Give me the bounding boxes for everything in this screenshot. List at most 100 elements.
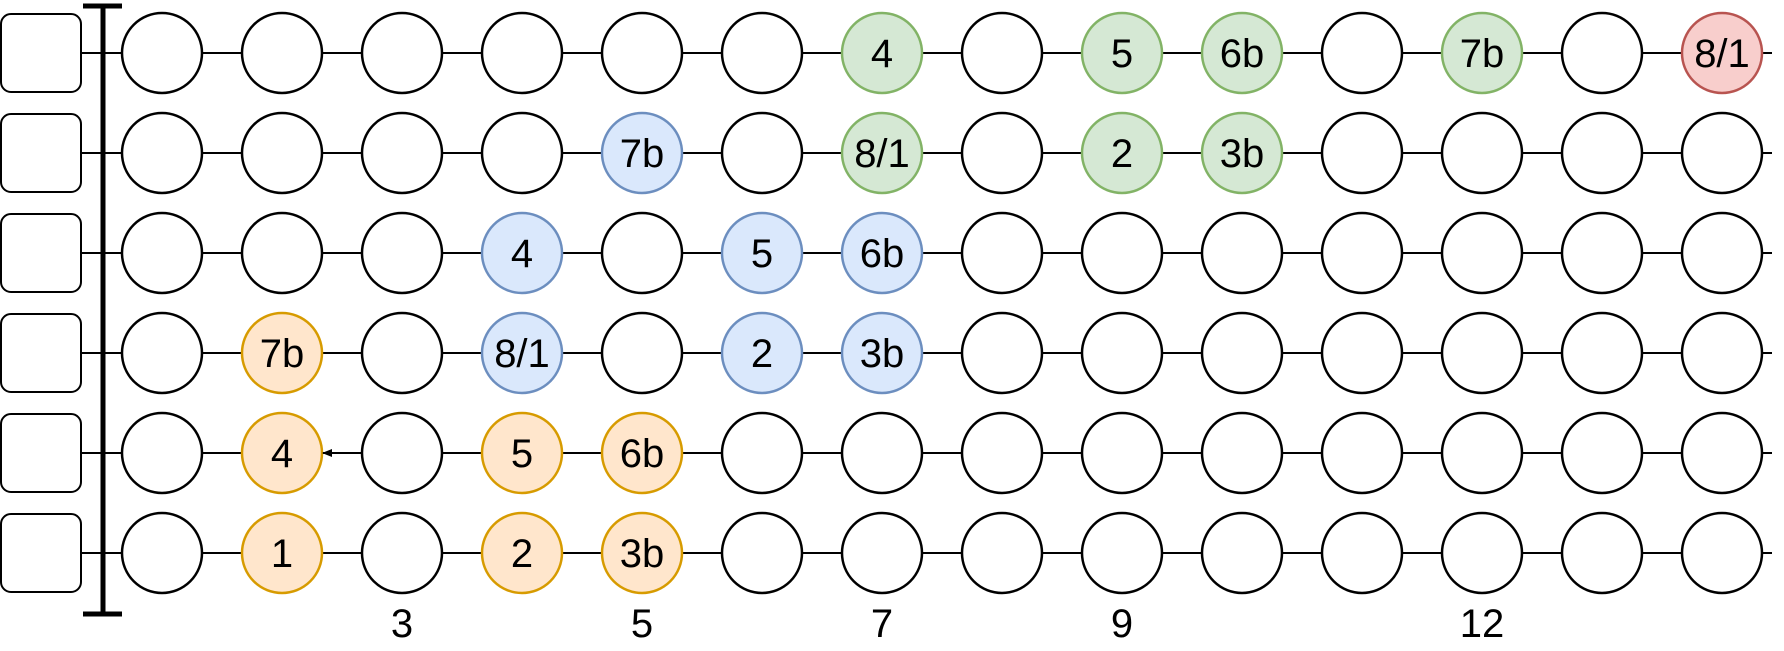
note-string-4-fret-4: 8/1 — [480, 311, 564, 395]
fret-circle — [600, 211, 684, 295]
fret-circle — [120, 111, 204, 195]
empty-position-string-5-fret-13 — [1560, 411, 1644, 495]
empty-position-string-6-fret-9 — [1080, 511, 1164, 595]
note-label: 8/1 — [854, 132, 910, 176]
empty-position-string-4-fret-12 — [1440, 311, 1524, 395]
empty-position-string-5-fret-12 — [1440, 411, 1524, 495]
fret-marker-5: 5 — [631, 602, 653, 646]
note-string-3-fret-6: 5 — [720, 211, 804, 295]
fret-circle — [480, 211, 564, 295]
fret-circle — [1440, 11, 1524, 95]
fret-circle — [1080, 311, 1164, 395]
note-label: 6b — [860, 232, 905, 276]
fret-circle — [840, 11, 924, 95]
fret-marker-12: 12 — [1460, 602, 1505, 646]
note-label: 1 — [271, 532, 293, 576]
empty-position-string-2-fret-4 — [480, 111, 564, 195]
empty-position-string-2-fret-6 — [720, 111, 804, 195]
fret-circle — [1200, 411, 1284, 495]
empty-position-string-4-fret-3 — [360, 311, 444, 395]
open-string-box-5 — [0, 413, 82, 493]
fret-circle — [120, 511, 204, 595]
note-string-1-fret-7: 4 — [840, 11, 924, 95]
empty-position-string-5-fret-11 — [1320, 411, 1404, 495]
fret-circle — [600, 511, 684, 595]
fret-circle — [1680, 211, 1764, 295]
fret-circle — [1200, 311, 1284, 395]
fret-circle — [1560, 111, 1644, 195]
note-label: 3b — [620, 532, 665, 576]
fret-circle — [120, 211, 204, 295]
empty-position-string-6-fret-7 — [840, 511, 924, 595]
empty-position-string-5-fret-7 — [840, 411, 924, 495]
fret-circle — [840, 111, 924, 195]
fret-circle — [1080, 511, 1164, 595]
note-label: 8/1 — [1694, 32, 1750, 76]
note-string-5-fret-5: 6b — [600, 411, 684, 495]
note-label: 7b — [1460, 32, 1505, 76]
fret-circle — [1560, 11, 1644, 95]
note-string-5-fret-4: 5 — [480, 411, 564, 495]
note-string-4-fret-6: 2 — [720, 311, 804, 395]
fret-circle — [1440, 511, 1524, 595]
fret-circle — [840, 211, 924, 295]
fret-circle — [1440, 311, 1524, 395]
note-string-5-fret-2: 4 — [240, 411, 324, 495]
empty-position-string-5-fret-14 — [1680, 411, 1764, 495]
empty-position-string-4-fret-9 — [1080, 311, 1164, 395]
note-label: 7b — [620, 132, 665, 176]
fret-circle — [360, 11, 444, 95]
note-string-4-fret-7: 3b — [840, 311, 924, 395]
empty-position-string-2-fret-12 — [1440, 111, 1524, 195]
fret-circle — [240, 111, 324, 195]
fret-circle — [600, 111, 684, 195]
fret-circle — [1440, 111, 1524, 195]
note-string-6-fret-4: 2 — [480, 511, 564, 595]
empty-position-string-2-fret-3 — [360, 111, 444, 195]
fret-circle — [720, 11, 804, 95]
empty-position-string-3-fret-1 — [120, 211, 204, 295]
open-string-box-1 — [0, 13, 82, 93]
fret-circle — [1200, 11, 1284, 95]
fret-circle — [1560, 511, 1644, 595]
note-label: 3b — [1220, 132, 1265, 176]
fret-circle — [720, 211, 804, 295]
fret-circle — [1560, 311, 1644, 395]
fret-circle — [960, 111, 1044, 195]
fret-circle — [1560, 411, 1644, 495]
open-string-box-6 — [0, 513, 82, 593]
empty-position-string-3-fret-5 — [600, 211, 684, 295]
empty-position-string-5-fret-1 — [120, 411, 204, 495]
fret-circle — [960, 311, 1044, 395]
fret-circle — [1200, 111, 1284, 195]
empty-position-string-1-fret-11 — [1320, 11, 1404, 95]
fret-circle — [720, 111, 804, 195]
empty-position-string-6-fret-8 — [960, 511, 1044, 595]
note-label: 5 — [1111, 32, 1133, 76]
empty-position-string-3-fret-11 — [1320, 211, 1404, 295]
empty-position-string-6-fret-13 — [1560, 511, 1644, 595]
empty-position-string-1-fret-1 — [120, 11, 204, 95]
fret-circle — [480, 511, 564, 595]
empty-position-string-6-fret-11 — [1320, 511, 1404, 595]
note-label: 5 — [511, 432, 533, 476]
note-string-2-fret-9: 2 — [1080, 111, 1164, 195]
note-label: 7b — [260, 332, 305, 376]
empty-position-string-5-fret-10 — [1200, 411, 1284, 495]
empty-position-string-5-fret-3 — [360, 411, 444, 495]
note-string-6-fret-5: 3b — [600, 511, 684, 595]
note-label: 4 — [511, 232, 533, 276]
fret-circle — [1320, 411, 1404, 495]
fret-circle — [120, 411, 204, 495]
fret-circle — [1080, 111, 1164, 195]
fret-circle — [1320, 111, 1404, 195]
empty-position-string-5-fret-6 — [720, 411, 804, 495]
empty-position-string-3-fret-14 — [1680, 211, 1764, 295]
fret-circle — [840, 411, 924, 495]
fret-marker-7: 7 — [871, 602, 893, 646]
fret-circle — [1440, 211, 1524, 295]
fret-circle — [360, 511, 444, 595]
fret-circle — [1320, 311, 1404, 395]
fret-circle — [960, 411, 1044, 495]
